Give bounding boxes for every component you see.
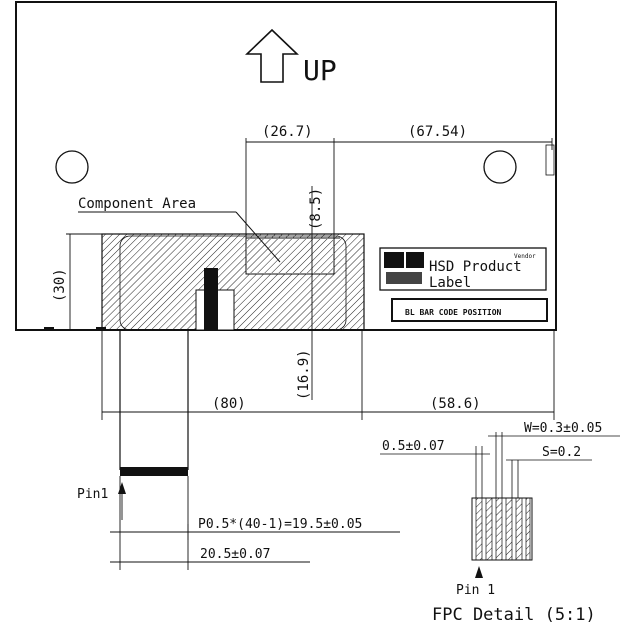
fpc-contact-strip xyxy=(120,467,188,476)
width-20-5: 20.5±0.07 xyxy=(200,547,270,562)
pin1-detail-label: Pin 1 xyxy=(456,583,495,598)
dim-8-5: (8.5) xyxy=(308,188,324,230)
hsd-logo-icon xyxy=(384,252,404,268)
bl-barcode-text: BL BAR CODE POSITION xyxy=(405,308,502,317)
dim-67-54: (67.54) xyxy=(408,124,467,140)
pin1-arrow-icon xyxy=(118,482,126,520)
dim-58-6: (58.6) xyxy=(430,396,481,412)
hsd-logo-sub xyxy=(386,272,422,284)
pitch-dim: P0.5*(40-1)=19.5±0.05 xyxy=(198,517,362,532)
vendor-label: Vendor xyxy=(514,253,536,260)
component-area-label: Component Area xyxy=(78,196,196,212)
pin1-detail-arrow-icon xyxy=(475,566,483,578)
up-label: UP xyxy=(303,54,337,87)
fpc-bar xyxy=(204,268,218,330)
s-dim: S=0.2 xyxy=(542,445,581,460)
hsd-label-box xyxy=(379,247,547,291)
dim-16-9: (16.9) xyxy=(296,349,312,400)
dim-30: (30) xyxy=(52,268,68,302)
mounting-hole-right xyxy=(483,150,517,184)
fpc-detail-group xyxy=(471,432,533,561)
pin1-label: Pin1 xyxy=(77,487,108,502)
hsd-logo-icon-2 xyxy=(406,252,424,268)
fpc-detail-caption: FPC Detail (5:1) xyxy=(432,605,596,625)
dim-80: (80) xyxy=(212,396,246,412)
label-text: Label xyxy=(429,275,471,291)
hsd-product-text: HSD Product xyxy=(429,259,522,275)
bl-barcode-box xyxy=(391,298,548,322)
mounting-hole-left xyxy=(55,150,89,184)
edge-tab xyxy=(545,144,555,176)
dim-26-7: (26.7) xyxy=(262,124,313,140)
chip-hatch xyxy=(247,239,333,273)
w-dim: W=0.3±0.05 xyxy=(524,421,602,436)
up-arrow-icon xyxy=(245,28,299,83)
dim-0-5: 0.5±0.07 xyxy=(382,439,445,454)
